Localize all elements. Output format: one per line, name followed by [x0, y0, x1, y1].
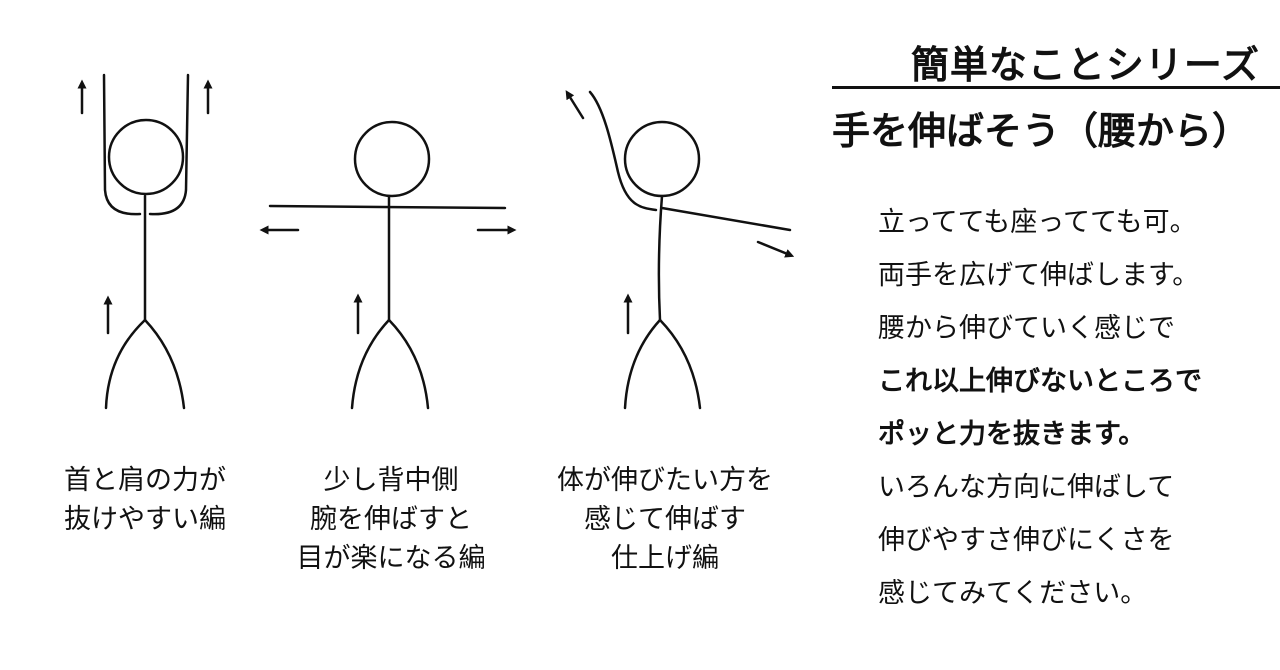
- caption-line: 腕を伸ばすと: [310, 504, 472, 535]
- instruction-line: 立ってても座ってても可。: [878, 207, 1197, 238]
- figure2-arms: [268, 204, 507, 210]
- page-title: 手を伸ばそう（腰から）: [832, 109, 1251, 153]
- figure1-left-arm: [102, 73, 142, 216]
- figure2-left-leg: [350, 318, 391, 410]
- figure3-torso: [657, 194, 664, 322]
- arms-up-figure: [77, 73, 213, 410]
- caption-line: 首と肩の力が: [64, 465, 226, 496]
- figure2-head: [353, 120, 431, 198]
- instruction-line-emphasis: ポッと力を抜きます。: [878, 419, 1146, 450]
- figure3-extended-arm: [660, 206, 792, 232]
- instruction-line: いろんな方向に伸ばして: [878, 472, 1175, 503]
- arms-out-figure: [259, 120, 517, 410]
- instruction-line-emphasis: これ以上伸びないところで: [878, 366, 1202, 397]
- instruction-line: 伸びやすさ伸びにくさを: [878, 525, 1175, 556]
- caption-arms-up: 首と肩の力が 抜けやすい編: [20, 461, 270, 539]
- figure2-right-leg: [387, 318, 430, 410]
- figure3-head: [623, 120, 701, 198]
- caption-line: 体が伸びたい方を: [557, 465, 773, 496]
- caption-line: 仕上げ編: [611, 543, 719, 574]
- figure3-right-leg: [658, 318, 702, 410]
- figure1-right-arm: [148, 73, 190, 216]
- figure3-arrow-up-left: [565, 90, 585, 120]
- caption-line: 感じて伸ばす: [584, 504, 746, 535]
- instruction-text: 立ってても座ってても可。 両手を広げて伸ばします。 腰から伸びていく感じで これ…: [878, 196, 1268, 620]
- stretch-figures-illustration: [77, 73, 795, 410]
- title-divider: [832, 86, 1280, 89]
- instruction-line: 腰から伸びていく感じで: [878, 313, 1175, 344]
- instruction-line: 両手を広げて伸ばします。: [878, 260, 1200, 291]
- series-title: 簡単なことシリーズ: [910, 43, 1260, 87]
- caption-line: 抜けやすい編: [64, 504, 226, 535]
- figure3-raised-arm: [588, 90, 658, 212]
- caption-line: 少し背中側: [323, 465, 459, 496]
- diagonal-stretch-figure: [565, 90, 795, 410]
- figure1-head: [107, 118, 185, 196]
- instruction-line: 感じてみてください。: [878, 578, 1148, 609]
- caption-arms-out: 少し背中側 腕を伸ばすと 目が楽になる編: [266, 461, 516, 578]
- figure3-left-leg: [623, 318, 662, 410]
- figure1-right-leg: [143, 318, 186, 410]
- figure1-left-leg: [104, 318, 147, 410]
- caption-diagonal-stretch: 体が伸びたい方を 感じて伸ばす 仕上げ編: [535, 461, 795, 578]
- figure3-arrow-right: [756, 240, 795, 258]
- caption-line: 目が楽になる編: [296, 543, 486, 574]
